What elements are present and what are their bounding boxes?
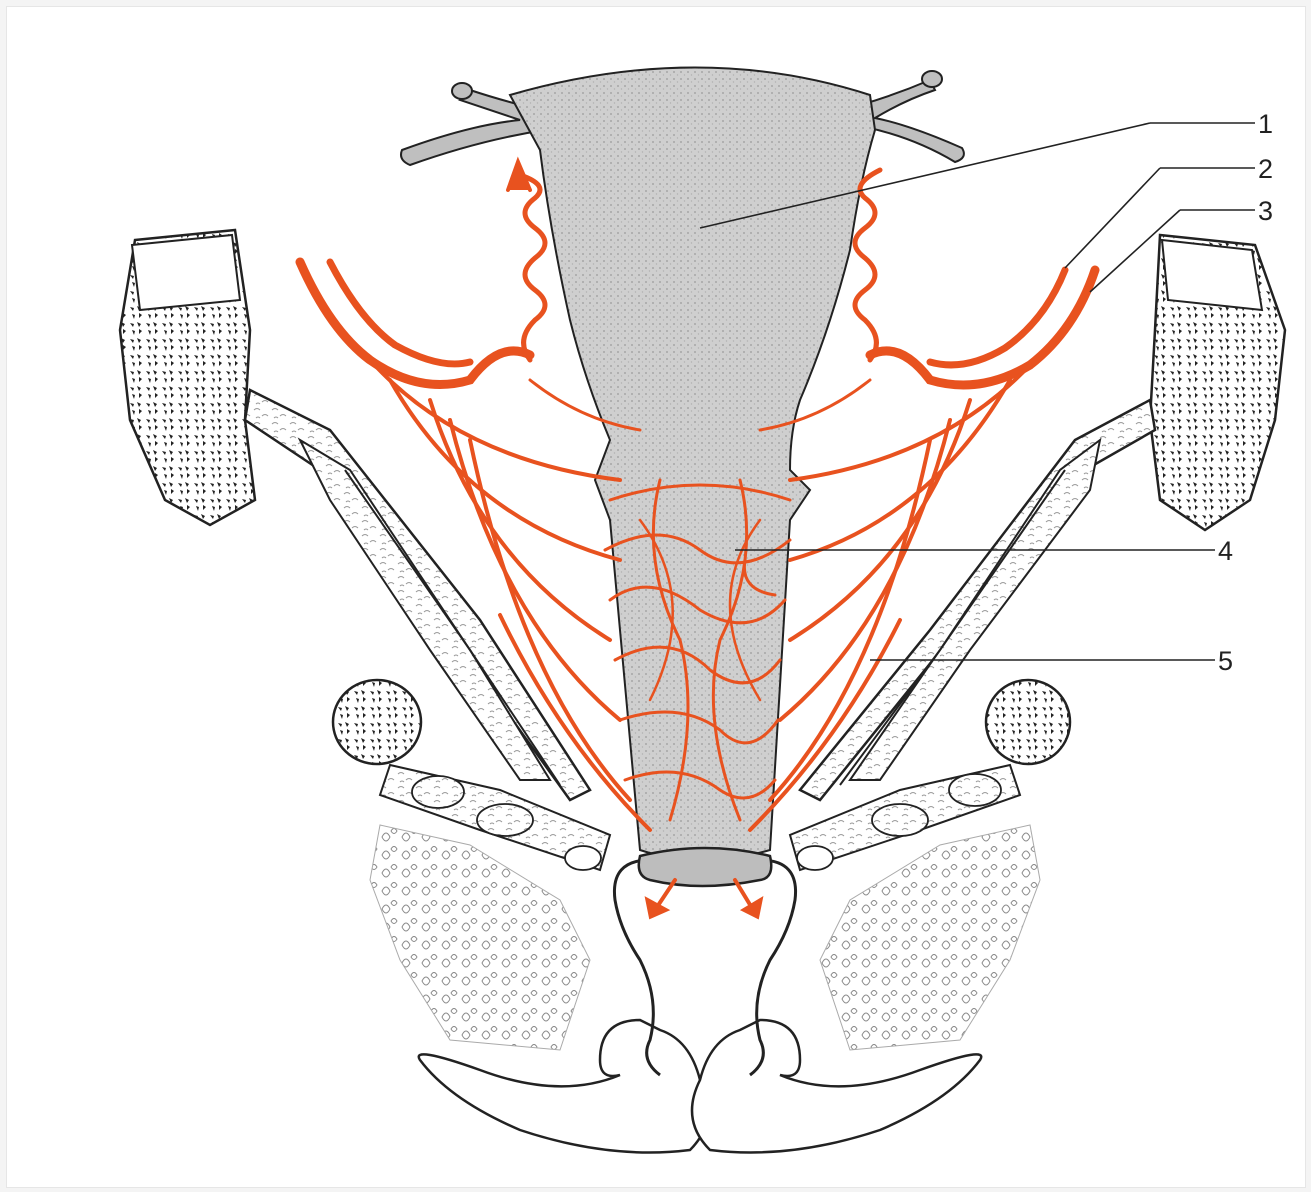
left-ischial-bone — [333, 680, 421, 764]
left-down-arrowhead-icon — [646, 898, 668, 918]
callout-5: 5 — [1218, 646, 1233, 676]
right-bone-upper-strip — [1162, 240, 1262, 310]
left-floor-nodule-2 — [477, 804, 533, 836]
right-floor-nodule-2 — [872, 804, 928, 836]
cervix-ring — [639, 848, 772, 886]
right-floor-nodule-3 — [797, 846, 833, 870]
right-ischial-bone — [986, 680, 1070, 764]
left-bone-upper-strip — [132, 235, 240, 310]
left-tube-end — [452, 83, 472, 99]
left-tortuous-vessel — [520, 175, 545, 360]
right-down-arrow-icon — [735, 880, 752, 908]
right-ischiorectal-fat — [820, 825, 1040, 1050]
left-floor-nodule-1 — [412, 776, 464, 808]
left-main-artery-outer — [300, 262, 530, 385]
callout-1: 1 — [1258, 109, 1273, 139]
left-floor-nodule-3 — [565, 846, 601, 870]
callout-2: 2 — [1258, 154, 1273, 184]
right-fan-2 — [790, 380, 1010, 560]
leader-line-2 — [1065, 168, 1160, 268]
callout-4: 4 — [1218, 536, 1233, 566]
uterus-body — [510, 68, 875, 861]
right-floor-nodule-1 — [949, 774, 1001, 806]
callout-3: 3 — [1258, 196, 1273, 226]
right-down-arrowhead-icon — [742, 898, 762, 918]
right-tube-end — [922, 71, 942, 87]
right-main-artery-outer — [870, 270, 1095, 385]
left-ischiorectal-fat — [370, 825, 590, 1050]
